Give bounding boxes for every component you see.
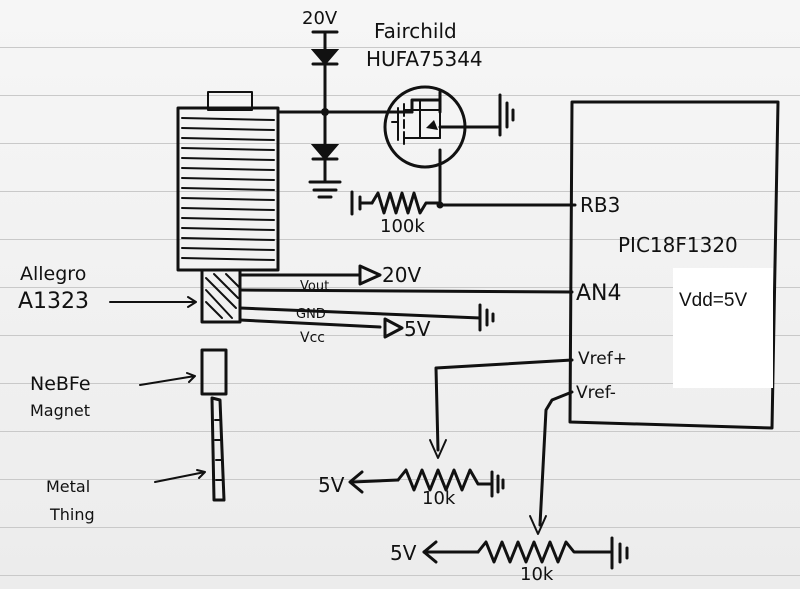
sensor-vcc-label: Vcc [300, 330, 325, 346]
metal-label-line2: Thing [49, 505, 95, 524]
vref-minus-wire [538, 390, 574, 527]
pot1-ground [490, 470, 505, 498]
vdd-label: Vdd=5V [679, 290, 747, 311]
ground-symbol [308, 180, 342, 199]
supply-arrow-5v [383, 317, 404, 339]
magnet-body [200, 348, 228, 396]
sensor-pointer-arrow [109, 296, 197, 308]
pin-vref-plus-label: Vref+ [578, 349, 627, 369]
metal-label-line1: Metal [46, 477, 90, 496]
mcu-name-label: PIC18F1320 [618, 233, 738, 257]
sensor-gnd-symbol [478, 303, 495, 332]
sensor-part-label: A1323 [18, 289, 89, 314]
mosfet-ground [498, 93, 515, 137]
hall-sensor [200, 268, 574, 329]
sensor-supply-20v-label: 20V [382, 263, 421, 287]
mcu-chip [568, 100, 780, 430]
vdd-label-patch [673, 268, 773, 388]
pot1-supply-label: 5V [318, 473, 345, 497]
pot2-value-label: 10k [520, 564, 554, 585]
pot1-resistor [348, 468, 494, 494]
pot1-value-label: 10k [422, 488, 456, 509]
magnet-label-line1: NeBFe [30, 373, 91, 395]
sensor-supply-5v-label: 5V [404, 317, 431, 341]
mosfet-maker-label: Fairchild [374, 19, 457, 43]
coil-cap [207, 91, 253, 111]
pot2-supply-label: 5V [390, 541, 417, 565]
pot2-resistor [422, 540, 612, 564]
magnet-pointer-arrow [139, 372, 196, 386]
pin-vref-minus-label: Vref- [576, 383, 616, 403]
sensor-maker-label: Allegro [20, 263, 86, 285]
resistor-100k-label: 100k [380, 216, 425, 237]
diode-supply-label: 20V [302, 8, 338, 29]
sensor-gnd-label: GND [296, 307, 326, 322]
resistor-100k [350, 190, 442, 216]
supply-arrow-20v [358, 264, 382, 286]
metal-pointer-arrow [154, 469, 206, 483]
magnet-label-line2: Magnet [30, 401, 90, 420]
coil-windings [181, 117, 275, 261]
diode-upper [310, 30, 340, 114]
pot2-wiper-arrow [529, 515, 547, 535]
solenoid-coil [176, 91, 280, 272]
diode-lower [310, 110, 340, 182]
pin-an4-label: AN4 [576, 281, 622, 306]
sensor-vout-label: Vout [300, 279, 329, 294]
pot2-ground [610, 536, 629, 570]
pot1-wiper-arrow [429, 439, 447, 459]
mosfet-part-label: HUFA75344 [366, 47, 483, 71]
metal-thing [210, 396, 226, 502]
mosfet-symbol [383, 85, 502, 207]
pin-rb3-label: RB3 [580, 193, 620, 217]
vref-plus-wire [434, 358, 574, 452]
